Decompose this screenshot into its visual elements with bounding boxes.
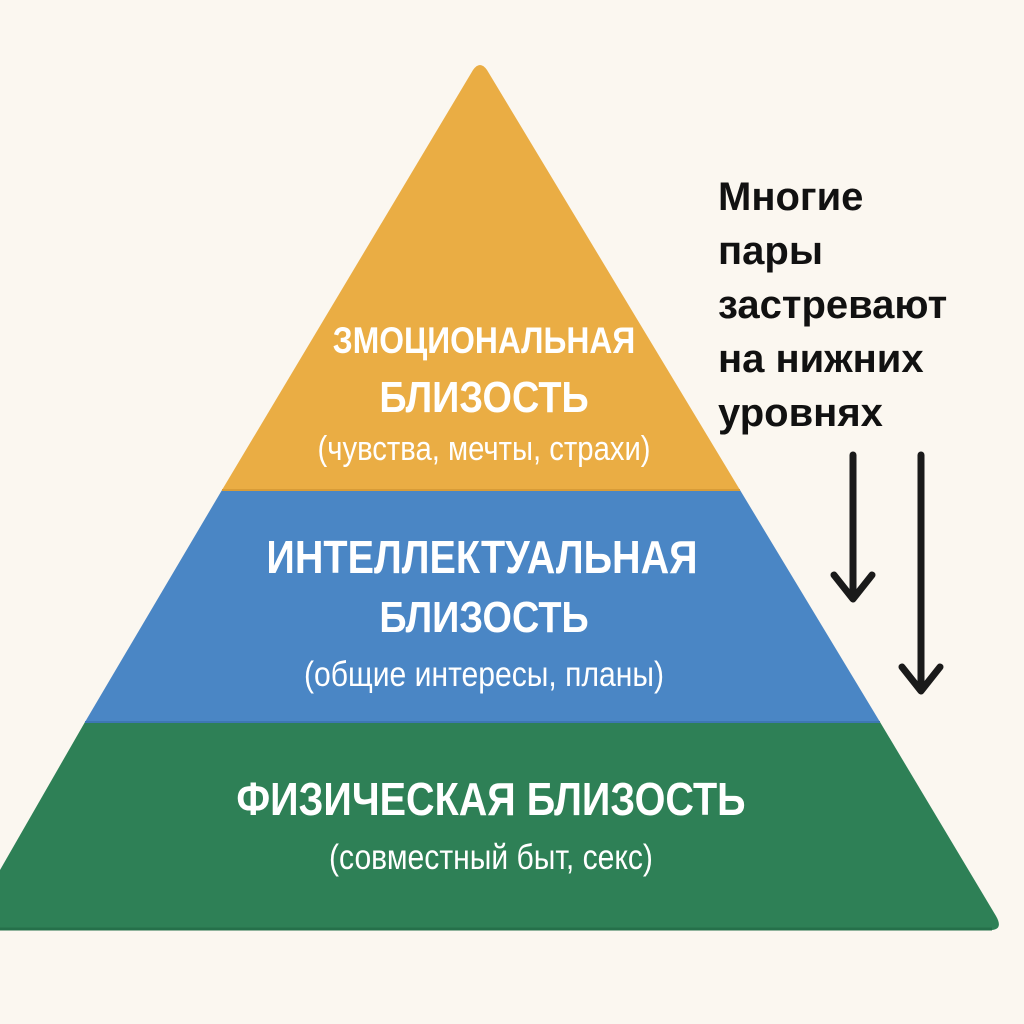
pyramid-level-middle xyxy=(85,490,880,722)
top-level-subtitle: (чувства, мечты, страхи) xyxy=(317,430,651,468)
top-level-title-line2: БЛИЗОСТЬ xyxy=(379,373,589,422)
pyramid-level-bottom xyxy=(0,722,999,930)
short-down-arrow-icon xyxy=(830,451,876,603)
annotation-line: уровнях xyxy=(718,391,883,435)
bottom-level-title: ФИЗИЧЕСКАЯ БЛИЗОСТЬ xyxy=(236,773,746,825)
middle-level-subtitle: (общие интересы, планы) xyxy=(303,655,665,694)
middle-level-title-line1: ИНТЕЛЛЕКТУАЛЬНАЯ xyxy=(266,531,698,583)
top-level-title-line1: ЗМОЦИОНАЛЬНАЯ xyxy=(332,320,636,361)
annotation-line: пары xyxy=(718,229,823,273)
annotation-line: на нижних xyxy=(718,337,924,381)
long-down-arrow-icon xyxy=(898,451,944,695)
annotation-line: застревают xyxy=(718,283,948,327)
annotation-note: Многие пары застревают на нижних уровнях xyxy=(718,170,947,440)
middle-level-title-line2: БЛИЗОСТЬ xyxy=(379,593,589,642)
pyramid-level-top xyxy=(222,65,740,490)
bottom-level-subtitle: (совместный быт, секс) xyxy=(329,838,653,877)
annotation-line: Многие xyxy=(718,175,864,219)
